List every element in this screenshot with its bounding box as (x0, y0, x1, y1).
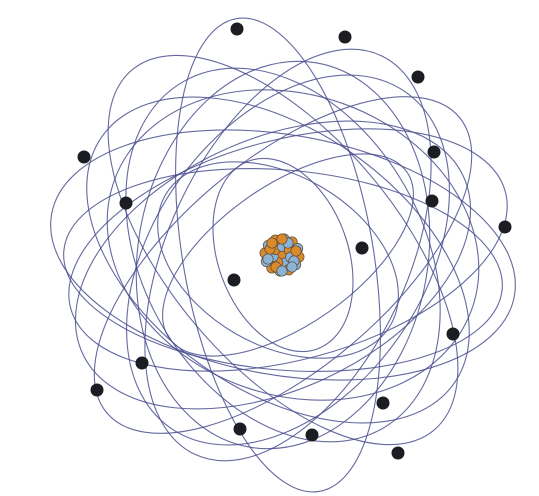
orbit-path (63, 168, 503, 372)
electron (446, 327, 460, 341)
electron (391, 446, 405, 460)
orbit-path (68, 128, 508, 372)
neutron (286, 261, 298, 273)
electron (498, 220, 512, 234)
electron (119, 196, 133, 210)
electron (411, 70, 425, 84)
orbit-path (106, 89, 480, 401)
electron (305, 428, 319, 442)
proton (276, 233, 288, 245)
neutron (276, 265, 288, 277)
orbit-path (175, 17, 381, 493)
orbit-path (162, 153, 414, 357)
orbit-path (125, 67, 441, 443)
nucleus (259, 233, 305, 277)
electron (233, 422, 247, 436)
orbit-path (157, 161, 399, 359)
orbit-path (144, 48, 432, 462)
electron (376, 396, 390, 410)
electron (427, 145, 441, 159)
orbit-path (93, 96, 473, 434)
electron (425, 194, 439, 208)
proton (290, 245, 302, 257)
orbit-path (86, 96, 470, 424)
proton (266, 237, 278, 249)
electron (77, 150, 91, 164)
orbit-path (50, 129, 516, 381)
electron (135, 356, 149, 370)
orbit-path (126, 74, 450, 446)
orbit-path (74, 120, 472, 410)
electron (90, 383, 104, 397)
orbit-path (135, 60, 431, 450)
electron-group (77, 22, 512, 460)
electron (338, 30, 352, 44)
electron (355, 241, 369, 255)
electron (227, 273, 241, 287)
electron (230, 22, 244, 36)
orbit-path (107, 54, 459, 446)
orbit-path (212, 157, 354, 353)
neutron (262, 253, 274, 265)
orbit-group (50, 17, 516, 493)
